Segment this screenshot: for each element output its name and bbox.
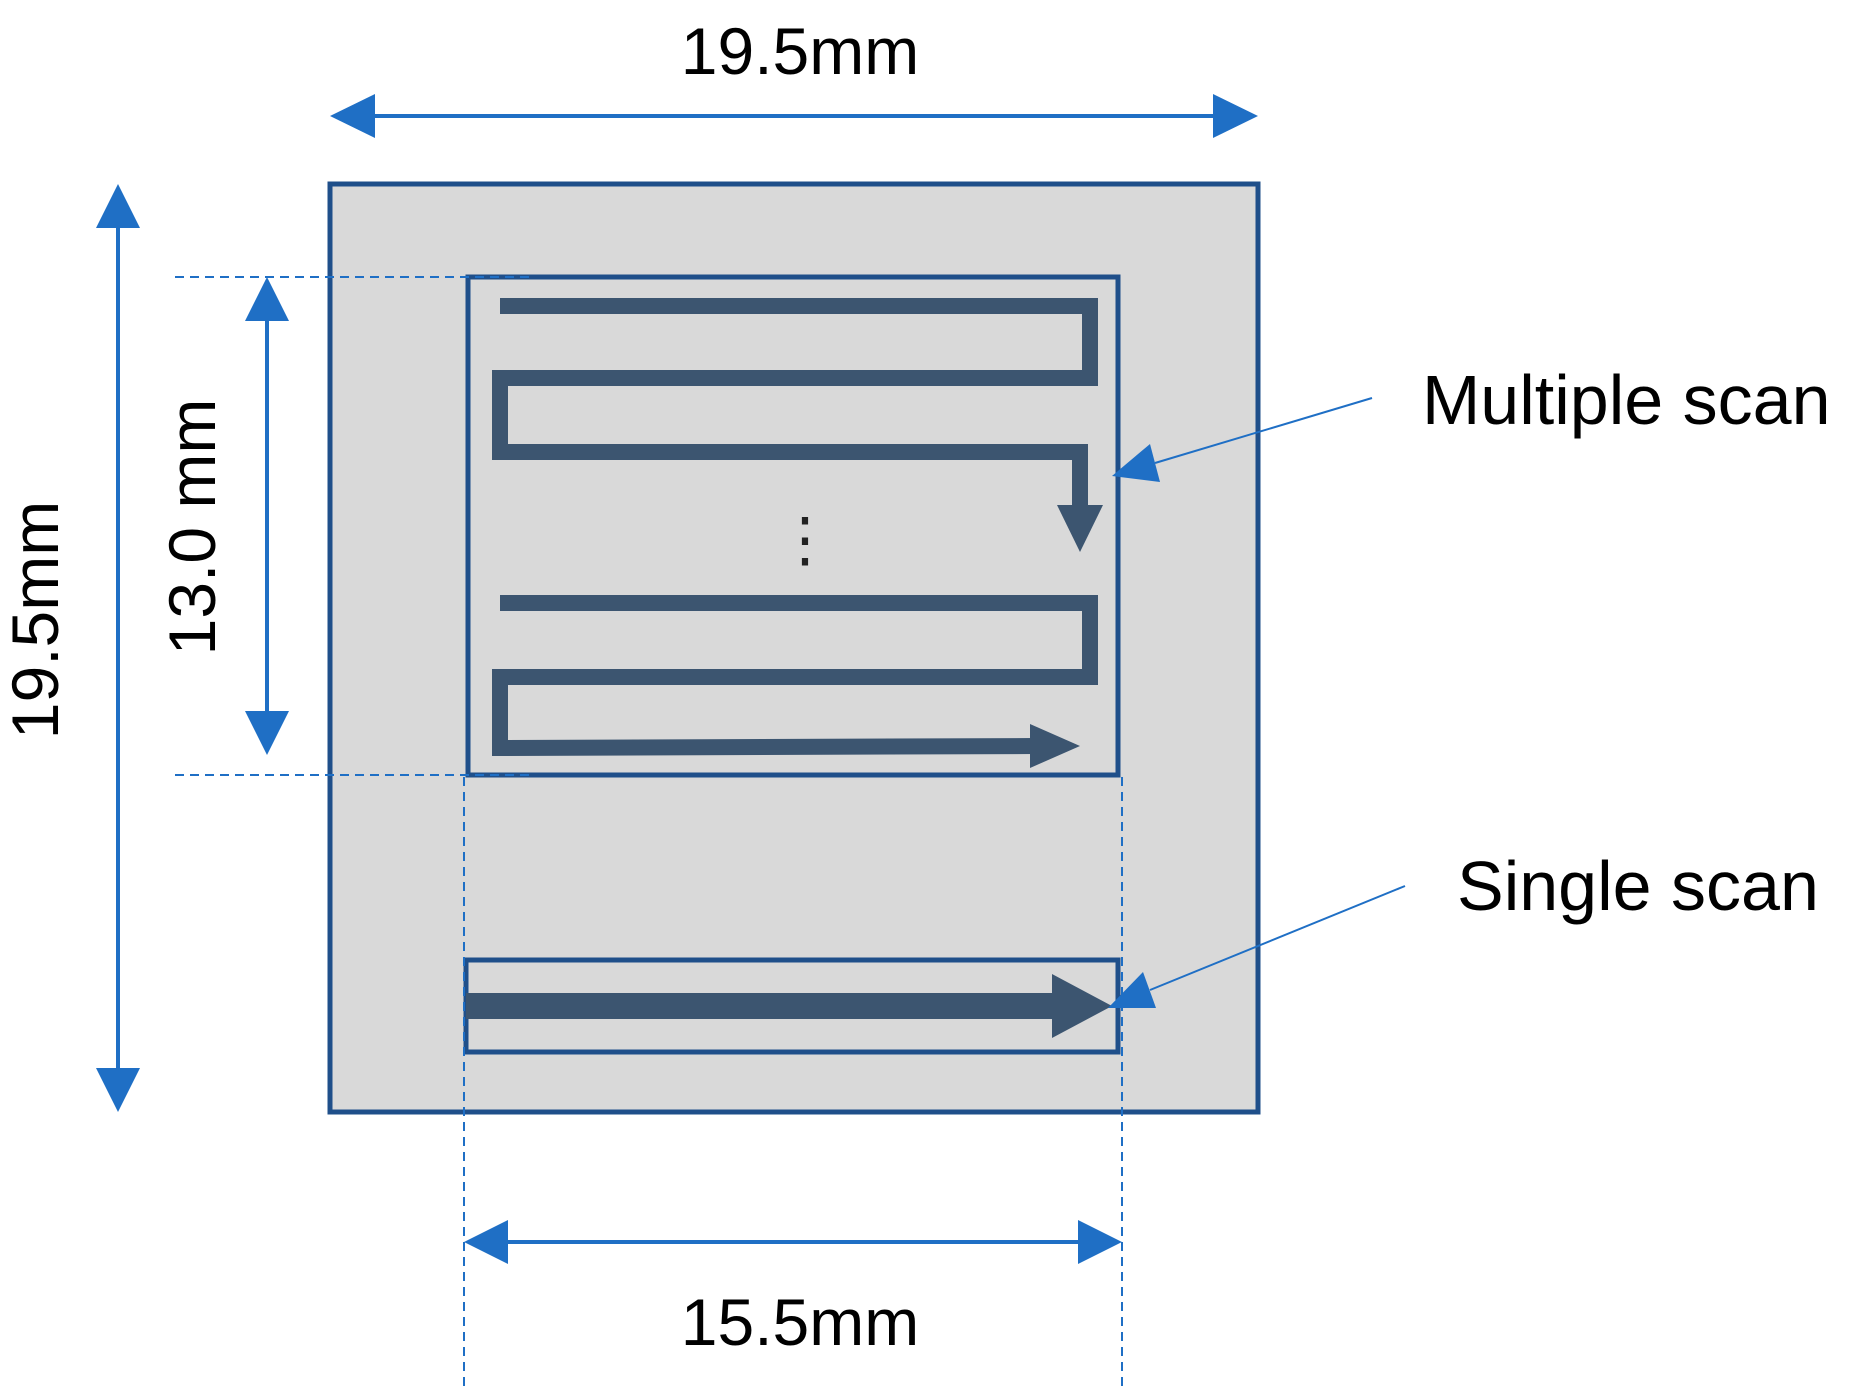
multiple-scan-arrowhead-down <box>1057 505 1103 552</box>
scan-height-arrowhead-bottom <box>245 711 289 755</box>
multiple-scan-path-lower <box>492 595 1098 757</box>
top-width-label: 19.5mm <box>681 14 919 88</box>
multiple-scan-arrowhead-right <box>1030 724 1080 768</box>
scan-height-label: 13.0 mm <box>155 399 229 656</box>
bottom-width-arrowhead-left <box>464 1220 508 1264</box>
single-scan-callout-arrowhead <box>1108 972 1156 1008</box>
multiple-scan-region <box>465 274 1121 778</box>
top-width-arrowhead-right <box>1213 94 1258 138</box>
sample-plate <box>327 181 1261 1115</box>
left-height-label: 19.5mm <box>0 501 72 739</box>
single-scan-arrowhead <box>1052 974 1112 1038</box>
left-height-arrowhead-bottom <box>96 1068 140 1112</box>
scan-height-arrowhead-top <box>245 277 289 321</box>
bottom-width-label: 15.5mm <box>681 1285 919 1359</box>
continuation-dots: ⋮ <box>775 506 835 573</box>
single-scan-label: Single scan <box>1457 847 1819 925</box>
left-height-arrowhead-top <box>96 184 140 228</box>
multiple-scan-callout-arrowhead <box>1112 444 1160 482</box>
multiple-scan-callout-line <box>1154 397 1373 464</box>
top-width-arrowhead-left <box>330 94 375 138</box>
single-scan-callout-line <box>1149 885 1406 991</box>
multiple-scan-label: Multiple scan <box>1422 361 1831 439</box>
bottom-width-arrowhead-right <box>1078 1220 1122 1264</box>
multiple-scan-path-upper <box>492 298 1098 510</box>
